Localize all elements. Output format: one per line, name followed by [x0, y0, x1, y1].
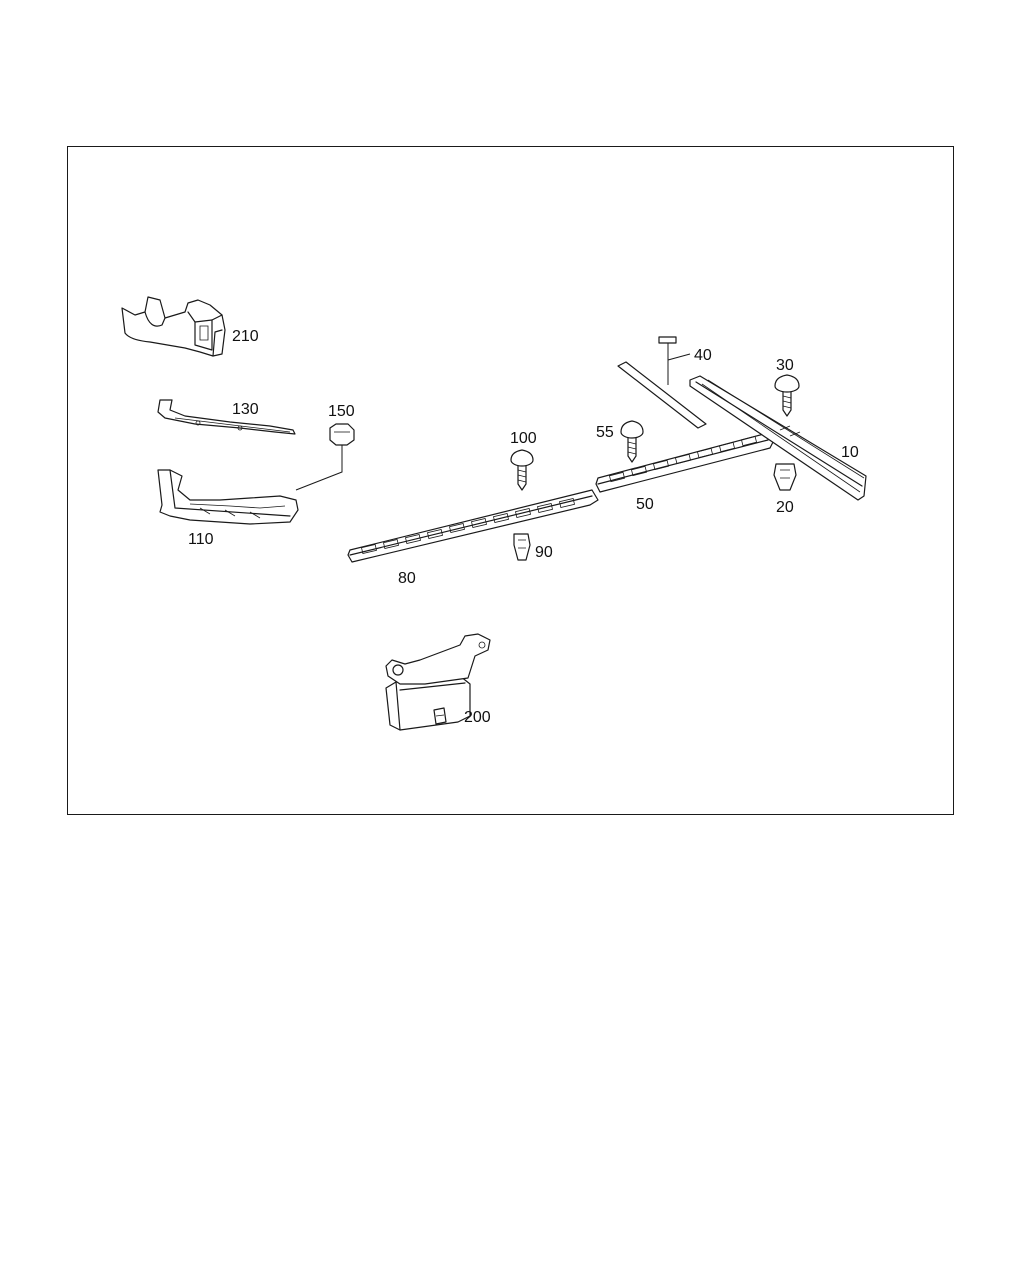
- label-130: 130: [232, 401, 259, 418]
- part-55-screw[interactable]: [620, 420, 644, 463]
- label-80: 80: [398, 570, 416, 587]
- label-150: 150: [328, 403, 355, 420]
- part-110-panel[interactable]: [157, 469, 299, 525]
- label-55: 55: [596, 424, 614, 441]
- part-30-screw[interactable]: [774, 374, 800, 417]
- part-20-clip[interactable]: [773, 463, 797, 491]
- label-10: 10: [841, 444, 859, 461]
- part-90-clip[interactable]: [513, 533, 531, 561]
- part-80-sill-strip[interactable]: [347, 489, 599, 563]
- part-150-nut[interactable]: [295, 423, 355, 491]
- part-130-rail[interactable]: [157, 399, 296, 435]
- label-90: 90: [535, 544, 553, 561]
- label-30: 30: [776, 357, 794, 374]
- part-50-sill-strip[interactable]: [595, 433, 775, 493]
- label-200: 200: [464, 709, 491, 726]
- label-110: 110: [188, 531, 214, 548]
- part-10-rail[interactable]: [689, 375, 867, 501]
- label-100: 100: [510, 430, 537, 447]
- label-210: 210: [232, 328, 259, 345]
- label-40: 40: [694, 347, 712, 364]
- part-210-bracket[interactable]: [121, 296, 226, 357]
- part-100-screw[interactable]: [510, 449, 534, 491]
- part-40-strip[interactable]: [617, 336, 707, 429]
- label-20: 20: [776, 499, 794, 516]
- label-50: 50: [636, 496, 654, 513]
- diagram-frame: [67, 146, 954, 815]
- part-200-bracket[interactable]: [385, 633, 491, 731]
